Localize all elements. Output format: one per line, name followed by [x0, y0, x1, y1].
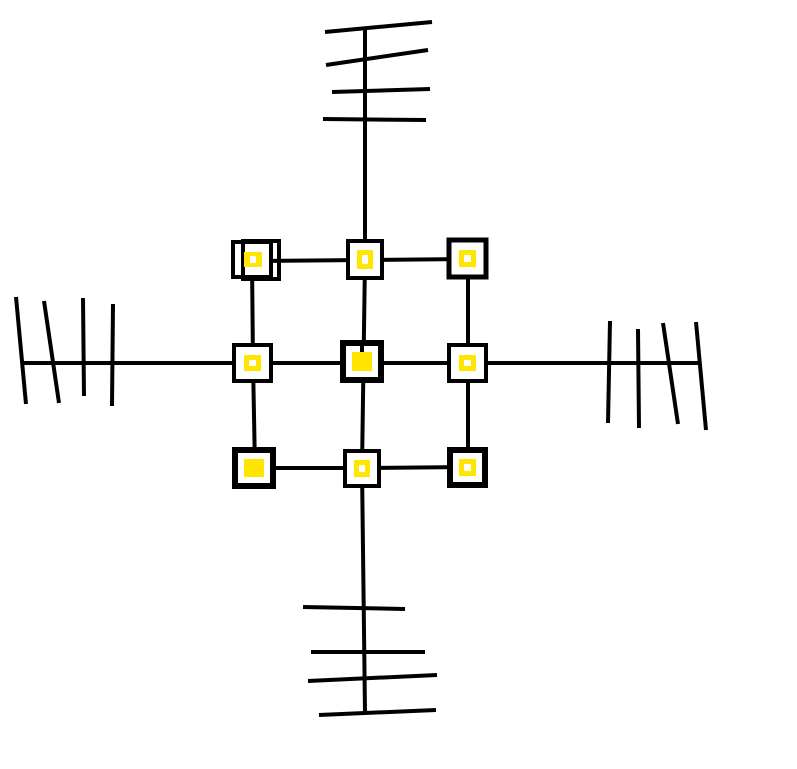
- arm-north: [322, 20, 433, 260]
- node-top-center: [346, 239, 384, 280]
- node-top-left: [231, 239, 281, 281]
- arm-east-tick: [606, 320, 612, 424]
- arm-north-tick: [322, 117, 427, 122]
- arm-north-tick: [325, 48, 429, 67]
- node-bottom-left: [232, 447, 276, 489]
- arm-south-mast: [360, 467, 367, 714]
- arm-east: [468, 320, 708, 431]
- arm-south-tick: [302, 605, 406, 611]
- arm-west-tick: [110, 303, 115, 407]
- node-center: [340, 340, 384, 383]
- arm-south: [302, 467, 438, 717]
- grid-nodes: [231, 237, 489, 489]
- arm-west-tick: [14, 296, 28, 405]
- arm-west: [14, 296, 253, 407]
- arm-south-tick: [307, 673, 438, 683]
- node-bottom-center: [343, 449, 381, 488]
- arm-south-tick: [318, 708, 437, 717]
- arm-north-tick: [324, 20, 433, 34]
- arm-east-tick: [694, 321, 708, 431]
- arm-north-tick: [331, 87, 431, 94]
- arm-east-tick: [661, 322, 680, 425]
- arm-west-tick: [81, 297, 86, 397]
- node-middle-left: [232, 343, 273, 383]
- node-middle-right: [447, 343, 488, 383]
- node-top-right: [446, 237, 489, 280]
- node-bottom-right: [447, 447, 488, 488]
- arm-west-tick: [42, 300, 61, 404]
- arm-east-tick: [636, 328, 641, 429]
